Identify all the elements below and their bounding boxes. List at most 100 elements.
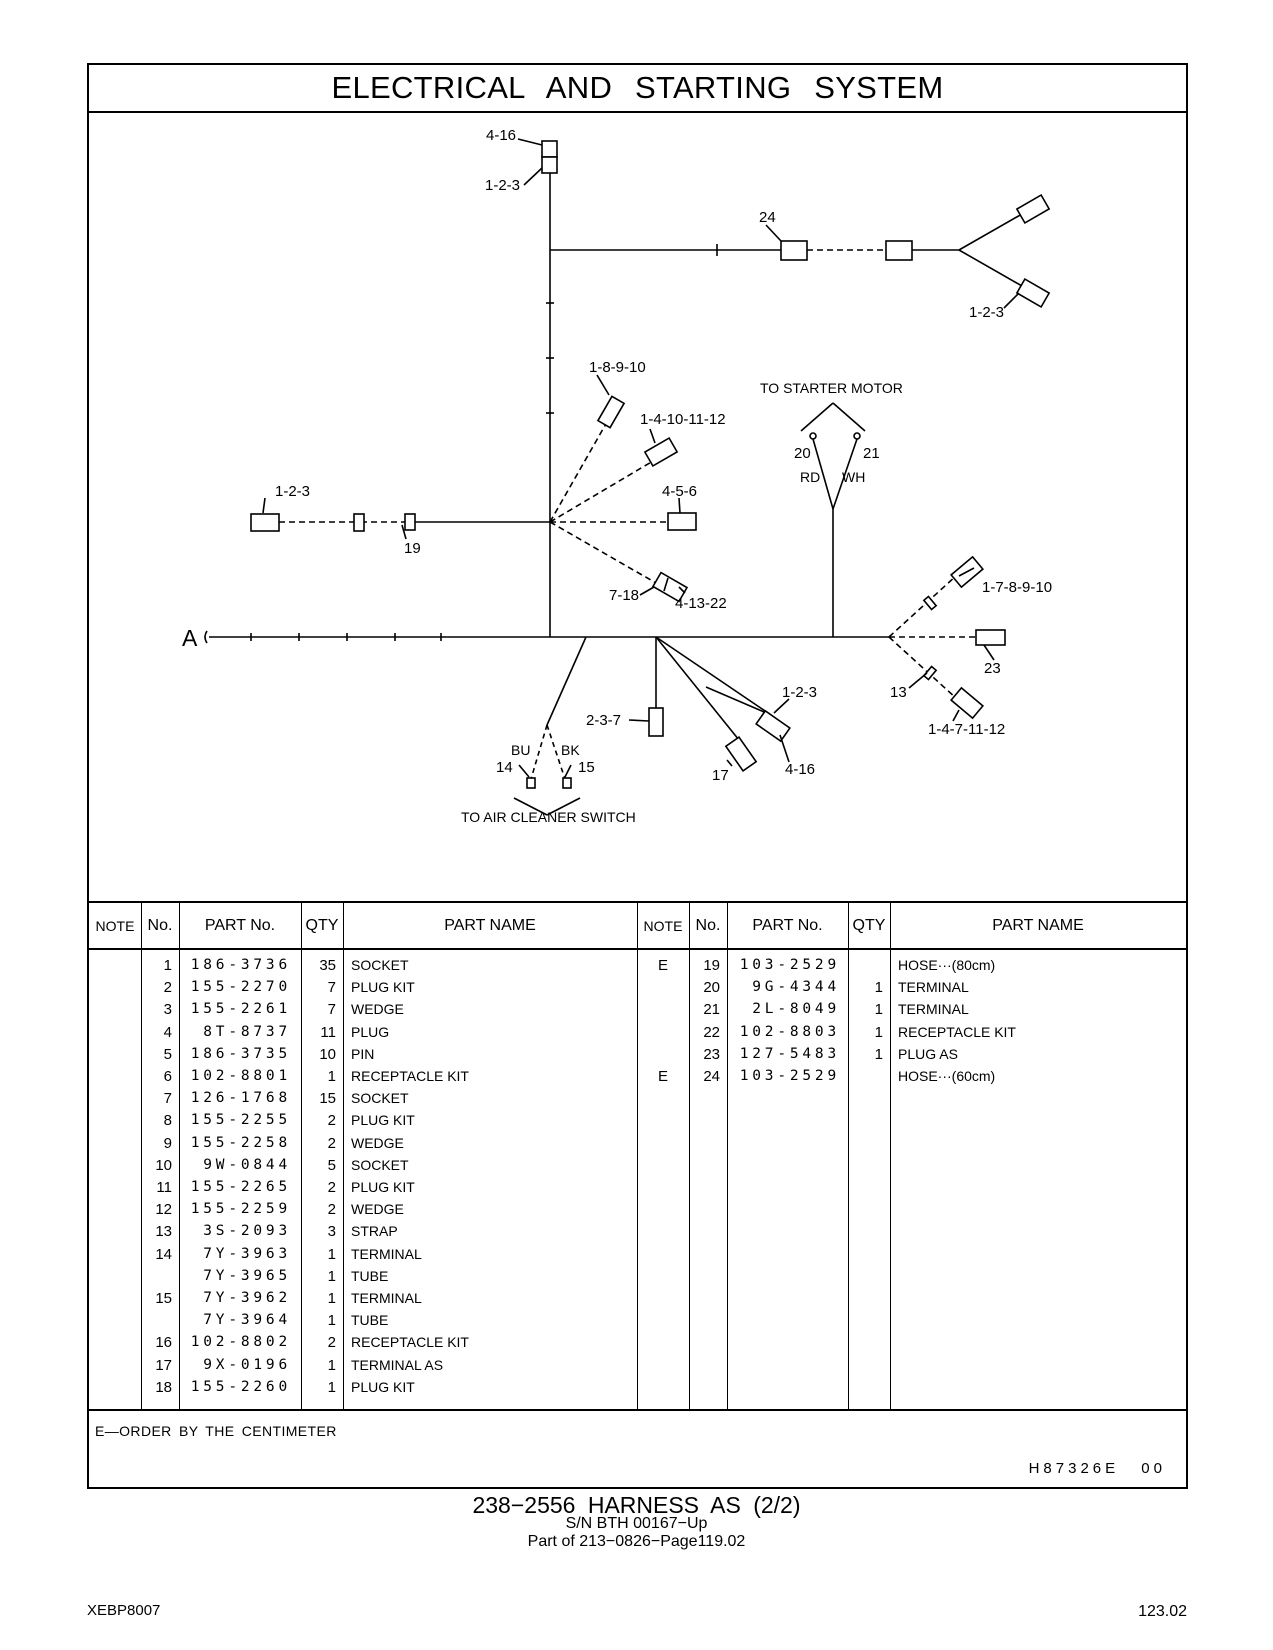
row-part-name: RECEPTACLE KIT	[898, 1023, 1016, 1040]
label-20: 20	[794, 445, 811, 462]
label-2-3-7: 2-3-7	[586, 712, 622, 729]
row-part-number: 7Y-3963	[203, 1245, 291, 1262]
row-note	[637, 1043, 689, 1066]
row-part-number: 155-2258	[190, 1134, 291, 1151]
label-rd-wire: RD	[800, 469, 821, 485]
header-qty-right: QTY	[852, 916, 886, 934]
row-part-name: RECEPTACLE KIT	[351, 1334, 469, 1351]
row-quantity: 5	[327, 1156, 336, 1174]
row-part-name: TERMINAL	[898, 1001, 969, 1018]
divider	[141, 903, 142, 1409]
row-quantity: 7	[327, 979, 336, 997]
label-17: 17	[712, 767, 729, 784]
row-item-number: 14	[155, 1245, 172, 1263]
header-no-left: No.	[147, 916, 173, 934]
row-part-name: SOCKET	[351, 1156, 409, 1173]
header-qty-left: QTY	[305, 916, 339, 934]
row-part-number: 8T-8737	[203, 1023, 291, 1040]
row-part-name: PIN	[351, 1045, 375, 1062]
page-frame: ELECTRICAL AND STARTING SYSTEM	[87, 63, 1188, 1489]
divider	[727, 903, 728, 1409]
row-quantity: 1	[874, 1001, 883, 1019]
label-23: 23	[984, 660, 1001, 677]
label-wh-wire: WH	[842, 469, 866, 485]
row-quantity: 2	[327, 1179, 336, 1196]
row-part-number: 103-2529	[739, 957, 840, 973]
row-part-number: 2L-8049	[752, 1001, 840, 1018]
row-part-number: 126-1768	[190, 1090, 291, 1107]
caption-assembly-title: 238−2556 HARNESS AS (2/2)	[472, 1492, 801, 1518]
row-quantity: 2	[327, 1334, 336, 1352]
row-part-number: 7Y-3964	[203, 1312, 291, 1329]
row-item-number: 15	[155, 1290, 172, 1307]
parts-footnote-area: E—ORDER BY THE CENTIMETER H87326E 00	[89, 1409, 1186, 1487]
row-part-name: RECEPTACLE KIT	[351, 1068, 469, 1084]
row-quantity: 1	[327, 1068, 336, 1085]
divider	[637, 903, 638, 1409]
label-7-18: 7-18	[609, 587, 640, 604]
row-quantity: 1	[874, 979, 883, 997]
row-note	[89, 1243, 141, 1266]
row-note	[89, 1376, 141, 1399]
row-part-number: 186-3735	[190, 1045, 291, 1062]
label-15: 15	[578, 759, 595, 776]
row-item-number: 7	[163, 1090, 172, 1108]
label-bu-wire: BU	[511, 742, 531, 758]
row-part-number: 155-2265	[190, 1179, 291, 1195]
row-part-number: 186-3736	[190, 957, 291, 973]
row-part-name: SOCKET	[351, 1090, 409, 1107]
row-part-name: WEDGE	[351, 1134, 404, 1151]
divider	[890, 903, 891, 1409]
header-part-name-right: PART NAME	[992, 916, 1084, 934]
row-quantity: 2	[327, 1134, 336, 1152]
label-1-2-3-left: 1-2-3	[275, 483, 311, 500]
row-quantity: 1	[327, 1245, 336, 1263]
row-quantity: 35	[319, 957, 336, 974]
row-part-name: STRAP	[351, 1223, 398, 1240]
label-24: 24	[759, 209, 776, 226]
divider	[848, 903, 849, 1409]
label-to-starter-motor: TO STARTER MOTOR	[760, 380, 903, 396]
row-part-name: HOSE···(80cm)	[898, 957, 996, 973]
caption-serial: S/N BTH 00167−Up	[565, 1515, 708, 1532]
row-part-number: 102-8801	[190, 1068, 291, 1084]
row-item-number: 4	[163, 1023, 172, 1041]
row-quantity: 1	[874, 1045, 883, 1063]
label-21: 21	[863, 445, 880, 462]
row-part-name: SOCKET	[351, 957, 409, 973]
header-part-no-left: PART No.	[204, 916, 276, 934]
row-item-number: 10	[155, 1156, 172, 1174]
row-note	[89, 1287, 141, 1310]
label-4-16-top: 4-16	[486, 127, 517, 144]
row-quantity: 2	[327, 1112, 336, 1130]
divider	[179, 903, 180, 1409]
row-part-name: HOSE···(60cm)	[898, 1068, 996, 1084]
row-item-number: 12	[155, 1201, 172, 1219]
row-part-name: TUBE	[351, 1312, 389, 1329]
row-part-number: 102-8803	[739, 1023, 840, 1040]
row-quantity: 1	[327, 1290, 336, 1307]
row-item-number: 23	[703, 1045, 720, 1063]
row-item-number: 17	[155, 1356, 172, 1374]
row-note	[89, 1109, 141, 1132]
row-part-number: 155-2259	[190, 1201, 291, 1218]
row-quantity	[848, 954, 883, 977]
row-quantity: 1	[327, 1312, 336, 1330]
row-part-number: 3S-2093	[203, 1223, 291, 1240]
row-note	[89, 1220, 141, 1243]
